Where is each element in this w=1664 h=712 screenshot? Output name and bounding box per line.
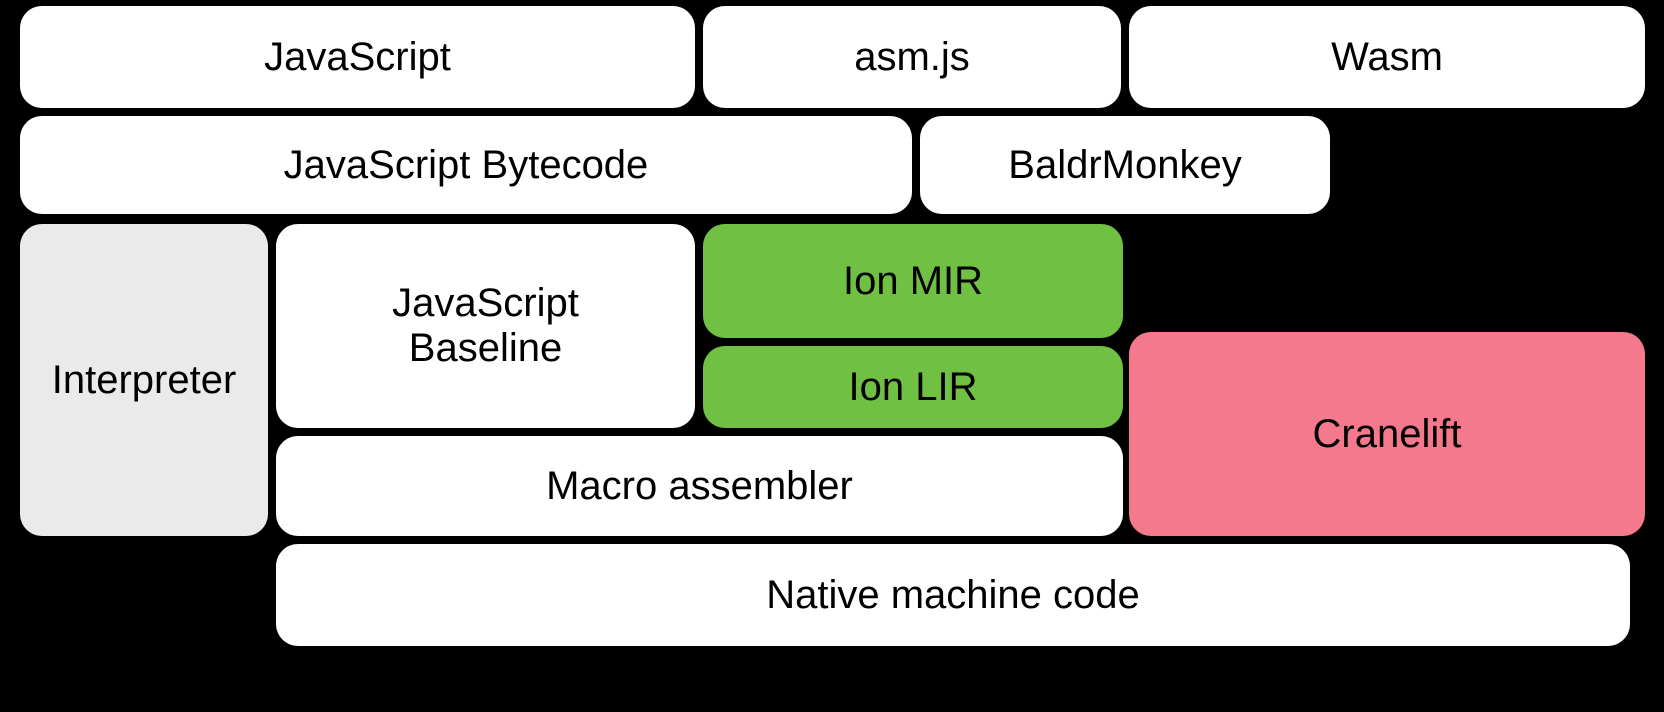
node-javascript: JavaScript — [20, 6, 695, 108]
node-ion-mir: Ion MIR — [703, 224, 1123, 338]
node-javascript-baseline: JavaScript Baseline — [276, 224, 695, 428]
node-interpreter: Interpreter — [20, 224, 268, 536]
node-wasm: Wasm — [1129, 6, 1645, 108]
node-macro-assembler: Macro assembler — [276, 436, 1123, 536]
node-cranelift: Cranelift — [1129, 332, 1645, 536]
node-asm-js: asm.js — [703, 6, 1121, 108]
node-ion-lir: Ion LIR — [703, 346, 1123, 428]
node-native-machine-code: Native machine code — [276, 544, 1630, 646]
node-baldrmonkey: BaldrMonkey — [920, 116, 1330, 214]
node-javascript-bytecode: JavaScript Bytecode — [20, 116, 912, 214]
